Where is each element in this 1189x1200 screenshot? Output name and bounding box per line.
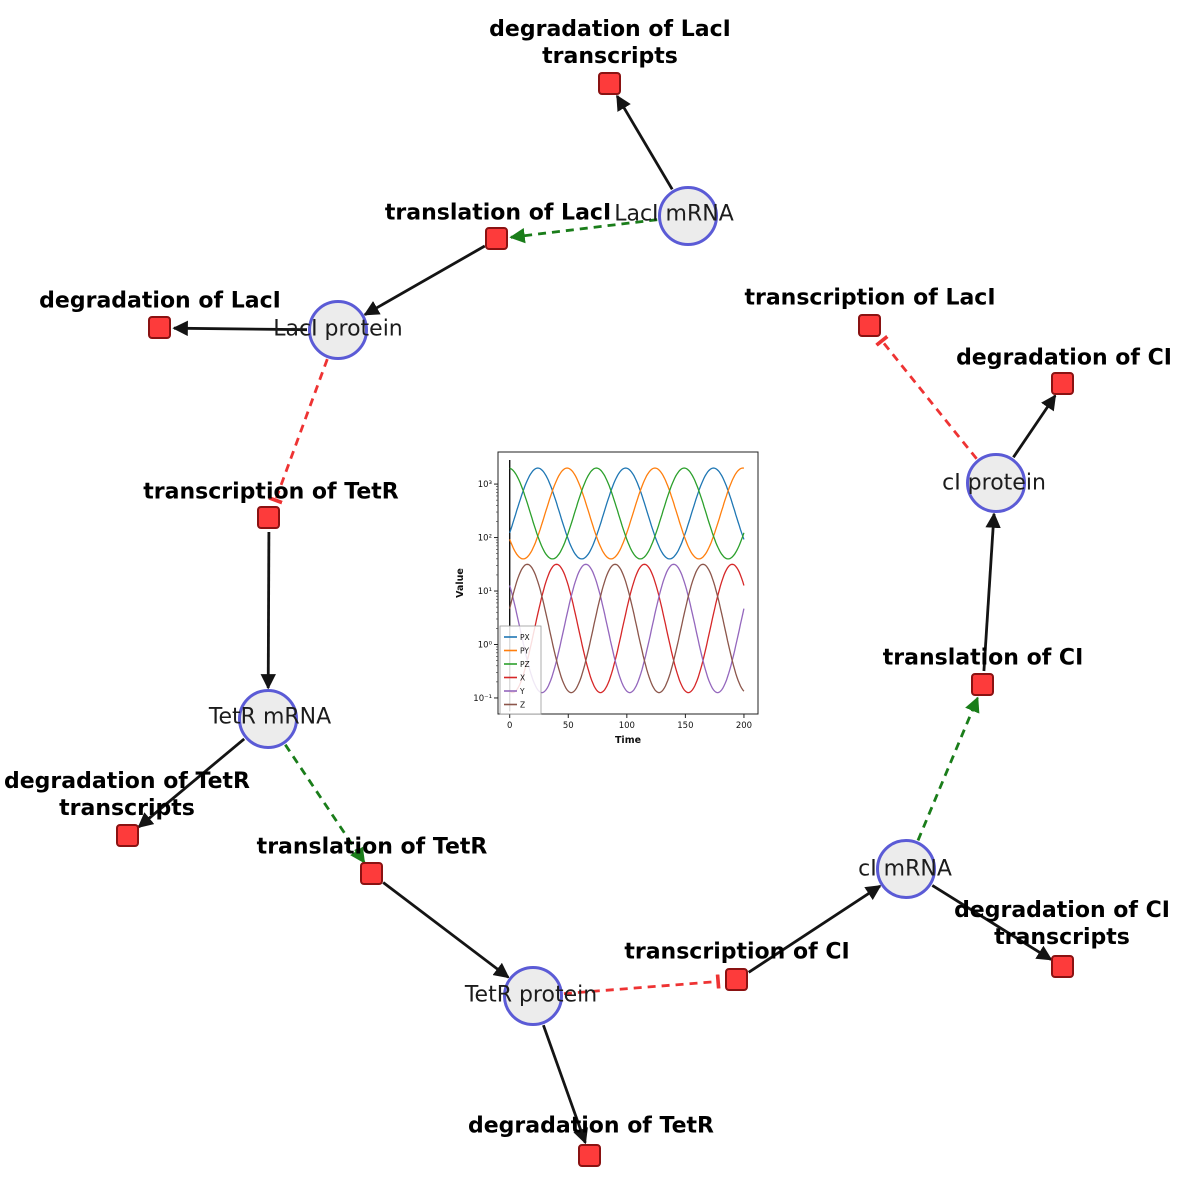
reaction-node-deg_ci[interactable] — [1051, 372, 1074, 395]
reaction-node-translation_laci[interactable] — [485, 227, 508, 250]
reaction-node-deg_tetr[interactable] — [578, 1144, 601, 1167]
edge-modifier-laci_mrna-to-translation_laci — [509, 218, 658, 244]
reaction-node-deg_laci_tx[interactable] — [598, 72, 621, 95]
edge-inhibit-tetr_protein-to-transcription_ci — [563, 974, 721, 995]
edge-consume-laci_protein-to-deg_laci — [172, 320, 308, 337]
legend-label-PY: PY — [520, 646, 529, 655]
series-line-PY — [509, 467, 745, 560]
species-label-laci_mrna: LacI mRNA — [614, 201, 734, 227]
reaction-node-deg_ci_tx[interactable] — [1051, 955, 1074, 978]
reaction-node-transcription_laci[interactable] — [858, 314, 881, 337]
series-line-PX — [509, 467, 745, 560]
series-line-Y — [509, 563, 745, 694]
species-node-laci_mrna[interactable] — [657, 185, 718, 246]
edge-produce-translation_tetr-to-tetr_protein — [382, 881, 510, 979]
edge-produce-translation_laci-to-laci_protein — [363, 244, 486, 316]
species-label-tetr_protein: TetR protein — [464, 982, 598, 1008]
y-tick-label: 10³ — [478, 480, 492, 490]
edge-modifier-ci_mrna-to-translation_ci — [916, 696, 980, 841]
series-line-PZ — [509, 467, 745, 560]
plot-axes-box — [497, 451, 759, 715]
legend-label-X: X — [520, 673, 525, 682]
x-tick-label: 200 — [736, 721, 752, 731]
reaction-node-transcription_tetr[interactable] — [257, 506, 280, 529]
edge-modifier-tetr_mrna-to-translation_tetr — [284, 743, 366, 864]
reaction-label-deg_laci: degradation of LacI — [39, 288, 281, 314]
reaction-node-deg_laci[interactable] — [148, 316, 171, 339]
reaction-label-translation_tetr: translation of TetR — [256, 834, 488, 860]
x-axis-label: Time — [615, 735, 641, 746]
reaction-label-deg_tetr: degradation of TetR — [467, 1113, 715, 1139]
series-line-X — [509, 563, 745, 694]
edge-consume-ci_protein-to-deg_ci — [1012, 394, 1057, 459]
reaction-label-transcription_laci: transcription of LacI — [744, 285, 996, 311]
edge-consume-tetr_mrna-to-deg_tetr_tx — [137, 737, 246, 829]
species-node-ci_protein[interactable] — [965, 452, 1026, 513]
reaction-label-translation_laci: translation of LacI — [384, 200, 612, 226]
edge-consume-tetr_protein-to-deg_tetr — [542, 1024, 588, 1145]
x-tick-label: 150 — [677, 721, 693, 731]
legend-label-Y: Y — [519, 687, 525, 696]
x-tick-label: 50 — [563, 721, 574, 731]
y-axis-label: Value — [455, 568, 466, 598]
edge-produce-translation_ci-to-ci_protein — [982, 512, 1001, 672]
legend-label-PZ: PZ — [520, 660, 530, 669]
species-node-tetr_mrna[interactable] — [237, 688, 298, 749]
legend-label-PX: PX — [520, 633, 530, 642]
species-node-ci_mrna[interactable] — [875, 838, 936, 899]
y-tick-label: 10² — [478, 534, 492, 544]
reaction-label-translation_ci: translation of CI — [882, 645, 1084, 671]
y-tick-label: 10⁻¹ — [473, 694, 492, 704]
y-tick-label: 10⁰ — [478, 640, 493, 650]
legend-box — [499, 625, 542, 715]
species-label-ci_protein: cI protein — [942, 470, 1046, 496]
x-tick-label: 0 — [507, 721, 512, 731]
edge-produce-transcription_tetr-to-tetr_mrna — [260, 531, 276, 690]
reaction-node-translation_ci[interactable] — [971, 673, 994, 696]
reaction-label-transcription_tetr: transcription of TetR — [143, 479, 399, 505]
edge-inhibit-ci_protein-to-transcription_laci — [875, 334, 978, 460]
y-tick-label: 10¹ — [478, 587, 492, 597]
reaction-node-deg_tetr_tx[interactable] — [116, 824, 139, 847]
reaction-label-deg_ci: degradation of CI — [956, 345, 1172, 371]
reaction-node-transcription_ci[interactable] — [725, 968, 748, 991]
edge-consume-ci_mrna-to-deg_ci_tx — [931, 884, 1053, 961]
series-line-Z — [509, 563, 745, 694]
reaction-node-translation_tetr[interactable] — [360, 862, 383, 885]
species-label-laci_protein: LacI protein — [273, 316, 403, 342]
species-node-tetr_protein[interactable] — [502, 965, 563, 1026]
species-node-laci_protein[interactable] — [307, 299, 368, 360]
reaction-label-transcription_ci: transcription of CI — [624, 939, 850, 965]
legend-label-Z: Z — [520, 700, 525, 709]
edge-consume-laci_mrna-to-deg_laci_tx — [615, 94, 674, 191]
species-label-tetr_mrna: TetR mRNA — [208, 704, 332, 730]
edge-produce-transcription_ci-to-ci_mrna — [747, 884, 882, 974]
species-label-ci_mrna: cI mRNA — [858, 856, 952, 882]
x-tick-label: 100 — [619, 721, 635, 731]
edge-inhibit-laci_protein-to-transcription_tetr — [268, 358, 329, 505]
